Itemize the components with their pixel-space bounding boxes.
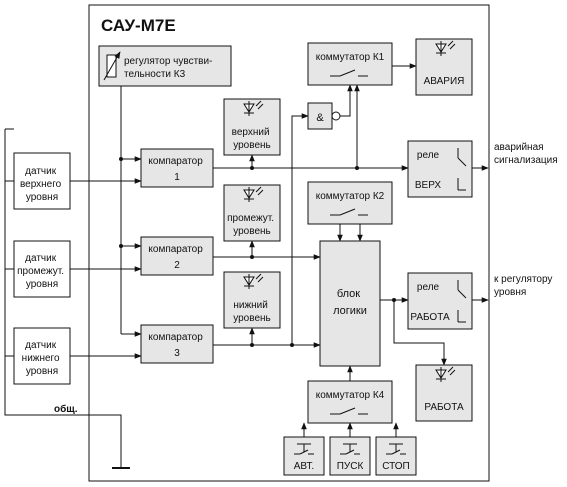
output-alarm-line-2: сигнализация: [494, 155, 558, 166]
sensor-middle: датчик промежут. уровня: [13, 240, 71, 298]
button-auto-label: АВТ.: [294, 461, 314, 472]
sensitivity-line-2: тельности К3: [124, 69, 186, 80]
logic-block: блок логики: [319, 240, 381, 367]
pushbutton-icon: [386, 443, 406, 455]
sensitivity-line-1: регулятор чувстви-: [124, 56, 212, 67]
and-gate-symbol: &: [316, 112, 324, 124]
comparator-3-number: 3: [174, 348, 180, 359]
switch-icon: [330, 407, 368, 415]
indicator-work-label: РАБОТА: [424, 402, 464, 413]
inverter-bubble: [331, 111, 341, 121]
switch-k2-label: коммутатор К2: [316, 191, 385, 202]
svg-text:датчик верхнего ур: датчик верхнего уровня: [20, 166, 64, 203]
sensor-middle-line-3: уровня: [26, 279, 58, 290]
sensor-lower-line-1: датчик: [25, 340, 57, 351]
indicator-work: РАБОТА: [415, 364, 473, 422]
svg-text:компаратор 2: компаратор 2: [148, 244, 205, 271]
sensor-upper-line-2: верхнего: [20, 179, 62, 190]
and-gate: &: [307, 102, 341, 130]
indicator-alarm: АВАРИЯ: [415, 38, 473, 96]
indicator-lower-line-2: уровень: [233, 313, 271, 324]
indicator-upper-line-1: верхний: [232, 127, 270, 138]
indicator-lower-line-1: нижний: [233, 300, 268, 311]
comparator-1-number: 1: [174, 172, 180, 183]
logic-block-line-1: блок: [337, 288, 360, 300]
svg-text:промежут. уровень: промежут. уровень: [227, 213, 277, 237]
pushbutton-icon: [340, 443, 360, 455]
switch-k4: коммутатор К4: [307, 380, 393, 424]
switch-k1: коммутатор К1: [307, 42, 393, 86]
comparator-2-number: 2: [174, 260, 180, 271]
indicator-lower-level: нижний уровень: [223, 271, 281, 329]
sensor-upper-line-1: датчик: [25, 166, 57, 177]
switch-k2: коммутатор К2: [307, 181, 393, 225]
indicator-alarm-label: АВАРИЯ: [424, 76, 465, 87]
svg-text:регулятор чувстви- тельн: регулятор чувстви- тельности К3: [124, 56, 215, 80]
output-alarm-label: аварийная сигнализация: [494, 142, 558, 166]
sensitivity-regulator-k3: регулятор чувстви- тельности К3: [98, 45, 232, 87]
output-regulator-line-1: к регулятору: [494, 274, 552, 285]
comparator-2-label: компаратор: [148, 244, 203, 255]
sensor-upper-line-3: уровня: [26, 192, 58, 203]
sensor-lower-line-3: уровня: [26, 366, 58, 377]
sensor-middle-line-2: промежут.: [17, 266, 64, 277]
button-stop-label: СТОП: [382, 461, 410, 472]
led-icon: [243, 273, 264, 289]
led-icon: [435, 40, 456, 56]
led-icon: [243, 100, 264, 116]
indicator-upper-line-2: уровень: [233, 140, 271, 151]
relay-upper-label: ВЕРХ: [415, 180, 442, 191]
output-regulator-line-2: уровня: [494, 287, 526, 298]
sensor-upper: датчик верхнего уровня: [13, 152, 71, 210]
button-start: ПУСК: [329, 436, 371, 476]
switch-k1-label: коммутатор К1: [316, 52, 385, 63]
indicator-middle-level: промежут. уровень: [223, 184, 281, 242]
logic-block-line-2: логики: [333, 305, 367, 317]
svg-text:блок логики: блок логики: [333, 288, 367, 317]
svg-text:компаратор 1: компаратор 1: [148, 156, 205, 183]
comparator-1: компаратор 1: [140, 148, 214, 188]
svg-text:компаратор 3: компаратор 3: [148, 332, 205, 359]
switch-k4-label: коммутатор К4: [316, 390, 385, 401]
sensor-lower: датчик нижнего уровня: [13, 327, 71, 385]
connections: [4, 63, 489, 469]
output-alarm-line-1: аварийная: [494, 142, 544, 153]
button-stop: СТОП: [375, 436, 417, 476]
output-regulator-label: к регулятору уровня: [494, 274, 555, 298]
comparator-1-label: компаратор: [148, 156, 203, 167]
relay-contact-icon: [457, 280, 467, 323]
svg-text:датчик нижнего уро: датчик нижнего уровня: [22, 340, 63, 377]
svg-text:датчик промежут. у: датчик промежут. уровня: [17, 253, 67, 290]
relay-work-label: РАБОТА: [410, 312, 450, 323]
sensor-lower-line-2: нижнего: [22, 353, 60, 364]
relay-upper-name: реле: [417, 150, 440, 161]
common-label: общ.: [54, 403, 78, 415]
indicator-middle-line-1: промежут.: [227, 213, 274, 224]
comparator-3-label: компаратор: [148, 332, 203, 343]
comparator-2: компаратор 2: [140, 236, 214, 276]
indicator-middle-line-2: уровень: [233, 226, 271, 237]
indicator-upper-level: верхний уровень: [223, 98, 281, 156]
relay-contact-icon: [457, 148, 467, 191]
relay-work: реле РАБОТА: [407, 272, 473, 330]
switch-icon: [330, 69, 368, 77]
device-title: САУ-М7Е: [101, 16, 176, 35]
relay-work-name: реле: [417, 282, 440, 293]
svg-text:нижний уровень: нижний уровень: [233, 300, 271, 324]
button-start-label: ПУСК: [337, 461, 364, 472]
comparator-3: компаратор 3: [140, 324, 214, 364]
switch-icon: [330, 208, 368, 216]
led-icon: [243, 186, 264, 202]
led-icon: [435, 366, 456, 382]
pushbutton-icon: [294, 443, 314, 455]
sensor-middle-line-1: датчик: [25, 253, 57, 264]
button-auto: АВТ.: [283, 436, 325, 476]
relay-upper: реле ВЕРХ: [407, 140, 473, 198]
svg-text:верхний уровень: верхний уровень: [232, 127, 273, 151]
